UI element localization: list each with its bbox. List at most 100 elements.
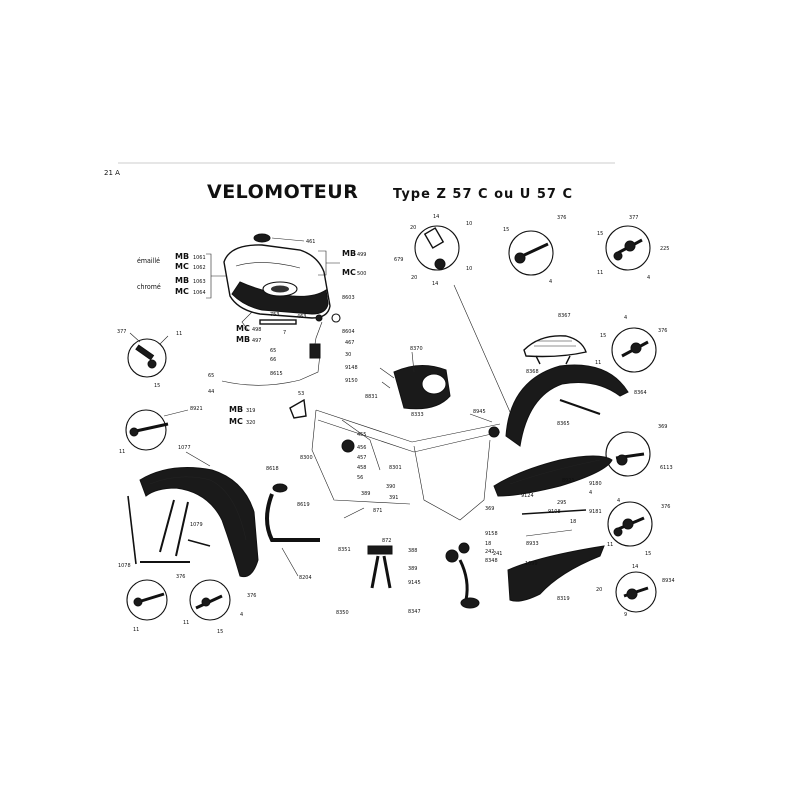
part-number-label: 1078 — [118, 563, 131, 569]
exhaust-silencer — [493, 455, 613, 497]
part-number-label: 4 — [589, 490, 592, 496]
part-number-label: 8370 — [410, 346, 423, 352]
part-number-label: 1079 — [190, 522, 203, 528]
part-number-label: 14 — [433, 214, 439, 220]
ref-number: 319 — [246, 408, 255, 414]
part-number-label: 376 — [176, 574, 185, 580]
part-number-label: 15 — [645, 551, 651, 557]
part-number-label: 457 — [357, 455, 366, 461]
part-number-label: 8364 — [634, 390, 647, 396]
part-number-label: 389 — [361, 491, 370, 497]
finish-mb-label: MB — [175, 276, 189, 285]
part-number-label: 9181 — [589, 509, 602, 515]
part-number-label: 11 — [595, 360, 601, 366]
part-number-label: 10 — [466, 266, 472, 272]
part-number-label: 66 — [270, 357, 276, 363]
part-number-label: 8351 — [338, 547, 351, 553]
part-number-label: 295 — [557, 500, 566, 506]
detail-circle-bottom-right — [615, 571, 657, 613]
frame — [311, 409, 501, 521]
finish-mb-label: MB — [175, 252, 189, 261]
ref-number: 497 — [252, 338, 261, 344]
part-number-label: 65 — [208, 373, 214, 379]
part-number-label: 7 — [283, 330, 286, 336]
part-number-label: 8934 — [662, 578, 675, 584]
finish-chrome-label: chromé — [137, 283, 161, 291]
part-number-label: 4 — [240, 612, 243, 618]
part-number-label: 11 — [133, 627, 139, 633]
ref-mb: MB — [342, 249, 356, 258]
part-number-label: 8933 — [526, 541, 539, 547]
part-number-label: 458 — [357, 465, 366, 471]
part-number-label: 30 — [345, 352, 351, 358]
detail-circle-right-376-b — [607, 501, 653, 547]
part-number-label: 15 — [503, 227, 509, 233]
kickstand — [367, 545, 393, 589]
part-number-label: 15 — [154, 383, 160, 389]
part-number-label: 8604 — [342, 329, 355, 335]
part-number-label: 376 — [247, 593, 256, 599]
part-number-label: 225 — [660, 246, 669, 252]
rear-mudguard — [127, 467, 259, 578]
part-number-label: 8300 — [300, 455, 313, 461]
part-number-label: 14 — [632, 564, 638, 570]
part-number-label: 872 — [382, 538, 391, 544]
page-number: 21 A — [104, 169, 120, 177]
fuel-filter — [309, 343, 321, 359]
part-number-label: 10 — [466, 221, 472, 227]
part-number-label: 376 — [557, 215, 566, 221]
detail-circle-top-1 — [414, 225, 460, 271]
part-number-label: 15 — [600, 333, 606, 339]
part-number-label: 4 — [647, 275, 650, 281]
part-number-label: 8204 — [299, 575, 312, 581]
part-number-label: 20 — [411, 275, 417, 281]
part-number-label: 8615 — [270, 371, 283, 377]
fuel-hose — [221, 353, 321, 386]
part-number-label: 679 — [394, 257, 403, 263]
part-number-label: 463 — [297, 314, 306, 320]
part-number-label: 8618 — [266, 466, 279, 472]
part-number-label: 11 — [119, 449, 125, 455]
part-number-label: 8350 — [336, 610, 349, 616]
part-number-label: 8365 — [557, 421, 570, 427]
rod-part — [521, 509, 587, 515]
part-number-label: 18 — [485, 541, 491, 547]
part-number-label: 8368 — [526, 369, 539, 375]
part-number-label: 15 — [217, 629, 223, 635]
detail-circle-right-376 — [611, 327, 657, 373]
part-number-label: 241 — [493, 551, 502, 557]
ref-number: 320 — [246, 420, 255, 426]
part-number-label: 15 — [597, 231, 603, 237]
brake-pedal — [445, 542, 480, 609]
part-number-label: 11 — [183, 620, 189, 626]
finish-mc-label: MC — [175, 262, 189, 271]
part-number-label: 376 — [658, 328, 667, 334]
part-number-label: 377 — [629, 215, 638, 221]
front-mudguard — [505, 364, 629, 447]
detail-circle-top-3 — [605, 225, 651, 271]
finish-mb-number: 1061 — [193, 255, 206, 261]
part-number-label: 377 — [117, 329, 126, 335]
ref-number: 500 — [357, 271, 366, 277]
part-number-label: 8831 — [365, 394, 378, 400]
part-number-label: 391 — [389, 495, 398, 501]
page-title: VELOMOTEUR — [207, 181, 358, 203]
finish-mc-label: MC — [175, 287, 189, 296]
bracket-part — [289, 398, 307, 419]
page-subtitle: Type Z 57 C ou U 57 C — [393, 187, 573, 202]
detail-circle-right-369 — [605, 431, 651, 477]
chain-guard — [507, 545, 605, 602]
part-number-label: 9148 — [345, 365, 358, 371]
part-number-label: 8301 — [389, 465, 402, 471]
part-number-label: 1077 — [178, 445, 191, 451]
part-number-label: 9 — [624, 612, 627, 618]
part-number-label: 9145 — [408, 580, 421, 586]
part-number-label: 8319 — [557, 596, 570, 602]
part-number-label: 4 — [617, 498, 620, 504]
part-number-label: 376 — [661, 504, 670, 510]
part-number-label: 11 — [176, 331, 182, 337]
ref-mc: MC — [342, 268, 356, 277]
headlamp — [393, 365, 451, 410]
part-number-label: 14 — [432, 281, 438, 287]
part-number-label: 9180 — [589, 481, 602, 487]
